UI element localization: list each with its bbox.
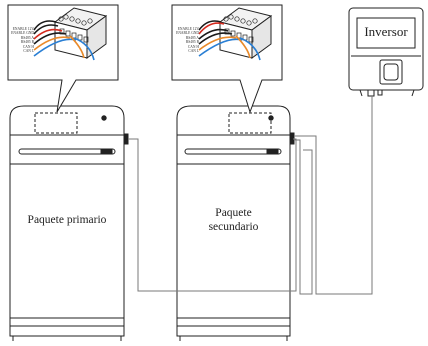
terminal-label-rs485-a: RS485 A xyxy=(185,35,199,40)
terminal-label-enable-12v: ENABLE 12V xyxy=(12,27,34,31)
terminal-label-can-l: CAN L xyxy=(188,49,199,54)
secondary-terminal-labels: ENABLE 12V ENABLE GND RS485 A RS485 B CA… xyxy=(172,27,199,53)
secondary-wires xyxy=(198,20,261,61)
terminal-label-can-h: CAN H xyxy=(22,44,34,49)
secondary-to-inverter-cable xyxy=(294,96,373,295)
terminal-label-can-l: CAN L xyxy=(23,49,34,54)
primary-wires xyxy=(33,20,95,61)
terminal-label-enable-gnd: ENABLE GND xyxy=(176,31,199,36)
secondary-return-cable xyxy=(294,139,313,295)
interconnect-cables xyxy=(128,96,373,295)
terminal-label-rs485-a: RS485 A xyxy=(20,35,34,40)
inverter-unit xyxy=(348,7,424,97)
secondary-pack-label-line1: Paquete xyxy=(215,207,252,219)
primary-terminal-labels: ENABLE 12V ENABLE GND RS485 A RS485 B CA… xyxy=(8,27,34,53)
secondary-terminal-callout xyxy=(171,4,283,114)
primary-pack-label: Paquete primario xyxy=(27,214,107,226)
terminal-label-rs485-b: RS485 B xyxy=(185,40,199,45)
terminal-label-enable-12v: ENABLE 12V xyxy=(177,27,199,31)
primary-to-secondary-cable xyxy=(128,138,297,292)
secondary-pack-label-line2: secundario xyxy=(208,221,259,233)
inverter-label: Inversor xyxy=(364,24,408,39)
primary-terminal-callout xyxy=(7,4,119,113)
terminal-label-rs485-b: RS485 B xyxy=(20,40,34,45)
terminal-label-enable-gnd: ENABLE GND xyxy=(11,31,34,36)
terminal-label-can-h: CAN H xyxy=(187,44,199,49)
